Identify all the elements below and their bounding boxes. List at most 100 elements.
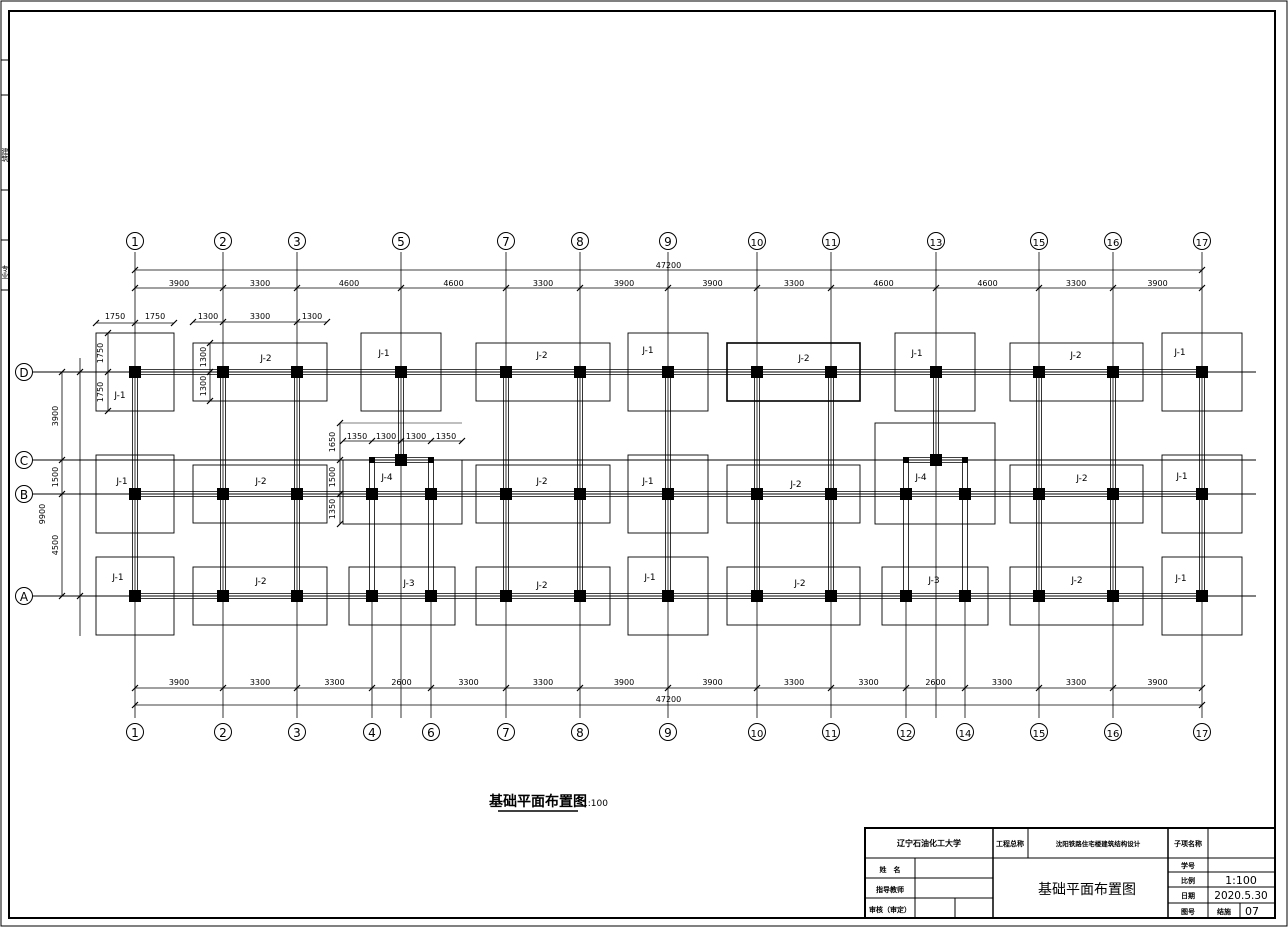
axis-bubble-D (15, 363, 33, 381)
footing-label: J-2 (535, 351, 547, 361)
axis-label-top-16: 16 (1107, 238, 1120, 249)
footing-pad (192, 566, 328, 626)
axis-label-bottom-7: 7 (502, 726, 510, 740)
axis-label-top-8: 8 (576, 235, 584, 249)
dimension-tick (131, 284, 139, 292)
dimension-label: 3300 (992, 678, 1012, 687)
column (662, 590, 674, 602)
dimension-tick (293, 684, 301, 692)
dimension-label: 3300 (458, 678, 478, 687)
axis-label-bottom-11: 11 (825, 729, 838, 740)
dimension-tick (336, 456, 344, 464)
detail-dim-label: 1300 (376, 432, 396, 441)
detail-dim-label: 1750 (145, 312, 165, 321)
dimension-tick (427, 437, 435, 445)
dimension-tick (368, 437, 376, 445)
column (1033, 488, 1045, 500)
axis-label-bottom-1: 1 (131, 726, 139, 740)
detail-dim-label: 1350 (436, 432, 456, 441)
axis-bubble-top-3 (288, 232, 306, 250)
axis-label-bottom-2: 2 (219, 726, 227, 740)
detail-dim-label: 1350 (328, 499, 337, 519)
axis-label-D: D (19, 366, 28, 380)
footing-label: J-2 (797, 354, 809, 364)
footing-pad (1161, 556, 1243, 636)
dimension-tick (576, 684, 584, 692)
review-label: 审核（审定） (869, 905, 911, 914)
column (930, 366, 942, 378)
footing-pad (627, 332, 709, 412)
footing-label: J-1 (111, 573, 123, 583)
axis-bubble-bottom-7 (497, 723, 515, 741)
axis-label-bottom-14: 14 (959, 729, 972, 740)
column (129, 366, 141, 378)
footing-label: J-1 (115, 477, 127, 487)
dimension-tick (502, 284, 510, 292)
dimension-total-label: 47200 (656, 261, 681, 270)
axis-label-top-7: 7 (502, 235, 510, 249)
dimension-tick (753, 684, 761, 692)
margin-mark: 建筑 (1, 147, 9, 163)
dimension-label: 3300 (533, 678, 553, 687)
column (291, 366, 303, 378)
axis-bubble-top-8 (571, 232, 589, 250)
school-name: 辽宁石油化工大学 (897, 838, 961, 848)
column (1107, 488, 1119, 500)
column (500, 488, 512, 500)
dimension-tick (76, 368, 84, 376)
dimension-tick (293, 318, 301, 326)
dimension-tick (1109, 284, 1117, 292)
column (825, 488, 837, 500)
column (959, 590, 971, 602)
axis-label-bottom-12: 12 (900, 729, 913, 740)
footing-label: J-1 (643, 573, 655, 583)
detail-dim-label: 1300 (406, 432, 426, 441)
dimension-tick (219, 318, 227, 326)
dimension-tick (1198, 684, 1206, 692)
footing-pad (192, 464, 328, 524)
sheet-number: 07 (1245, 905, 1259, 918)
axis-bubble-bottom-17 (1193, 723, 1211, 741)
sheet-label: 图号 (1181, 907, 1195, 916)
dimension-tick (753, 284, 761, 292)
axis-bubble-top-5 (392, 232, 410, 250)
footing-label: J-2 (535, 477, 547, 487)
dimension-tick (1198, 701, 1206, 709)
dimension-tick (336, 419, 344, 427)
footing-pad (627, 454, 709, 534)
dimension-total-label: 47200 (656, 695, 681, 704)
footing-label: J-4 (914, 473, 927, 483)
axis-label-bottom-10: 10 (751, 729, 764, 740)
footing-pad (881, 566, 989, 626)
dimension-label: 3900 (1147, 279, 1167, 288)
dimension-label: 2600 (925, 678, 945, 687)
axis-bubble-top-10 (748, 232, 766, 250)
axis-label-bottom-4: 4 (368, 726, 376, 740)
detail-dim-label: 1750 (105, 312, 125, 321)
dimension-label: 4600 (873, 279, 893, 288)
footing-pad (627, 556, 709, 636)
dimension-total-left: 9900 (38, 504, 47, 524)
axis-label-bottom-16: 16 (1107, 729, 1120, 740)
dimension-tick (58, 490, 66, 498)
dimension-label: 4600 (339, 279, 359, 288)
dimension-label: 3900 (614, 678, 634, 687)
footing-label: J-2 (1070, 576, 1082, 586)
axis-bubble-top-9 (659, 232, 677, 250)
footing-pad (192, 342, 328, 402)
axis-label-top-5: 5 (397, 235, 405, 249)
axis-bubble-top-11 (822, 232, 840, 250)
dimension-tick (397, 284, 405, 292)
dimension-tick (58, 592, 66, 600)
detail-dim-label: 1300 (302, 312, 322, 321)
project-name: 沈阳铁路住宅楼建筑结构设计 (1056, 839, 1141, 848)
footing-label: J-2 (1075, 474, 1087, 484)
footing-label: J-3 (402, 579, 414, 589)
detail-dim-label: 1500 (328, 467, 337, 487)
dimension-tick (339, 437, 347, 445)
dimension-tick (170, 319, 178, 327)
column (662, 366, 674, 378)
axis-bubble-bottom-16 (1104, 723, 1122, 741)
